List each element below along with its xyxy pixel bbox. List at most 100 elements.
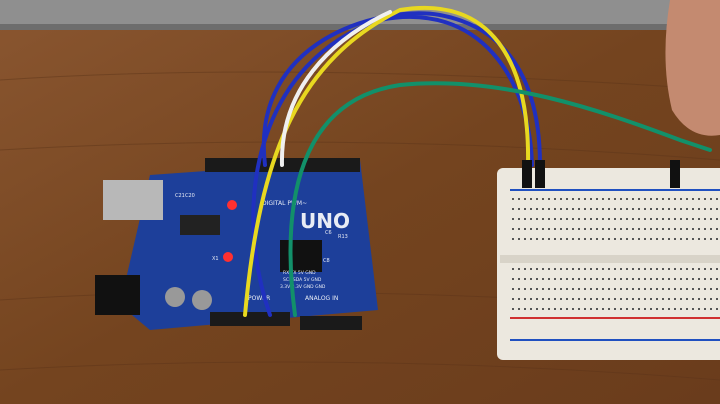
breadboard-hole [704, 208, 706, 210]
breadboard-hole [614, 208, 616, 210]
breadboard-hole [596, 228, 598, 230]
breadboard-hole [626, 308, 628, 310]
breadboard-hole [674, 298, 676, 300]
analog-label: ANALOG IN [305, 295, 338, 302]
breadboard-hole [584, 268, 586, 270]
breadboard-hole [662, 288, 664, 290]
breadboard-hole [620, 198, 622, 200]
breadboard-hole [650, 268, 652, 270]
breadboard-hole [608, 288, 610, 290]
breadboard-hole [650, 288, 652, 290]
breadboard-hole [524, 298, 526, 300]
breadboard-hole [632, 288, 634, 290]
breadboard-hole [686, 278, 688, 280]
breadboard-hole [584, 288, 586, 290]
breadboard-hole [572, 198, 574, 200]
breadboard-hole [698, 198, 700, 200]
breadboard-hole [620, 308, 622, 310]
breadboard-hole [512, 208, 514, 210]
breadboard-hole [524, 278, 526, 280]
breadboard-hole [626, 238, 628, 240]
breadboard-hole [662, 208, 664, 210]
breadboard-hole [626, 228, 628, 230]
breadboard-hole [560, 238, 562, 240]
breadboard-hole [518, 298, 520, 300]
breadboard-hole [650, 238, 652, 240]
breadboard-hole [704, 308, 706, 310]
breadboard-hole [656, 198, 658, 200]
breadboard-hole [638, 238, 640, 240]
breadboard-hole [680, 288, 682, 290]
hand [665, 0, 720, 136]
breadboard-hole [524, 288, 526, 290]
breadboard-hole [548, 278, 550, 280]
breadboard-hole [608, 228, 610, 230]
breadboard-hole [578, 298, 580, 300]
breadboard-hole [620, 208, 622, 210]
breadboard-hole [650, 228, 652, 230]
breadboard-hole [530, 198, 532, 200]
breadboard-hole [704, 218, 706, 220]
breadboard-hole [602, 238, 604, 240]
breadboard-hole [524, 268, 526, 270]
breadboard-hole [554, 288, 556, 290]
breadboard-hole [680, 278, 682, 280]
breadboard-hole [626, 198, 628, 200]
breadboard-hole [572, 278, 574, 280]
breadboard-hole [524, 228, 526, 230]
breadboard-hole [614, 218, 616, 220]
breadboard-hole [644, 198, 646, 200]
component-label: C8 [323, 258, 330, 264]
breadboard-hole [674, 278, 676, 280]
breadboard-hole [668, 198, 670, 200]
digital-label: DIGITAL PWM~ [262, 200, 307, 207]
breadboard-hole [596, 218, 598, 220]
breadboard-hole [614, 308, 616, 310]
breadboard-hole [656, 228, 658, 230]
breadboard-hole [536, 238, 538, 240]
breadboard-hole [560, 228, 562, 230]
breadboard-hole [614, 288, 616, 290]
breadboard-hole [512, 278, 514, 280]
breadboard-hole [602, 218, 604, 220]
breadboard-hole [710, 298, 712, 300]
breadboard-hole [680, 268, 682, 270]
breadboard-hole [590, 198, 592, 200]
wire-blue [261, 11, 542, 167]
component-label: R13 [338, 234, 348, 240]
breadboard-hole [668, 308, 670, 310]
breadboard-hole [584, 308, 586, 310]
breadboard-hole [608, 238, 610, 240]
breadboard-hole [662, 228, 664, 230]
breadboard-hole [650, 278, 652, 280]
breadboard-hole [536, 288, 538, 290]
breadboard-hole [674, 228, 676, 230]
breadboard-hole [584, 228, 586, 230]
breadboard-hole [710, 308, 712, 310]
breadboard-hole [650, 308, 652, 310]
breadboard-hole [680, 218, 682, 220]
breadboard-hole [536, 208, 538, 210]
breadboard-hole [536, 268, 538, 270]
breadboard-hole [632, 278, 634, 280]
component-label: C21 [175, 193, 185, 199]
component-label: C20 [185, 193, 195, 199]
breadboard-hole [602, 268, 604, 270]
breadboard-hole [590, 218, 592, 220]
breadboard-hole [620, 238, 622, 240]
breadboard-hole [566, 218, 568, 220]
breadboard-hole [560, 308, 562, 310]
breadboard-hole [584, 278, 586, 280]
chip [280, 240, 322, 272]
breadboard-hole [644, 298, 646, 300]
pin-label-row: RX TX 5V GND [283, 270, 316, 276]
breadboard-hole [608, 218, 610, 220]
breadboard-hole [554, 298, 556, 300]
breadboard-hole [560, 218, 562, 220]
breadboard-hole [512, 218, 514, 220]
breadboard-hole [554, 218, 556, 220]
breadboard-hole [536, 228, 538, 230]
breadboard-hole [512, 268, 514, 270]
breadboard-hole [638, 278, 640, 280]
